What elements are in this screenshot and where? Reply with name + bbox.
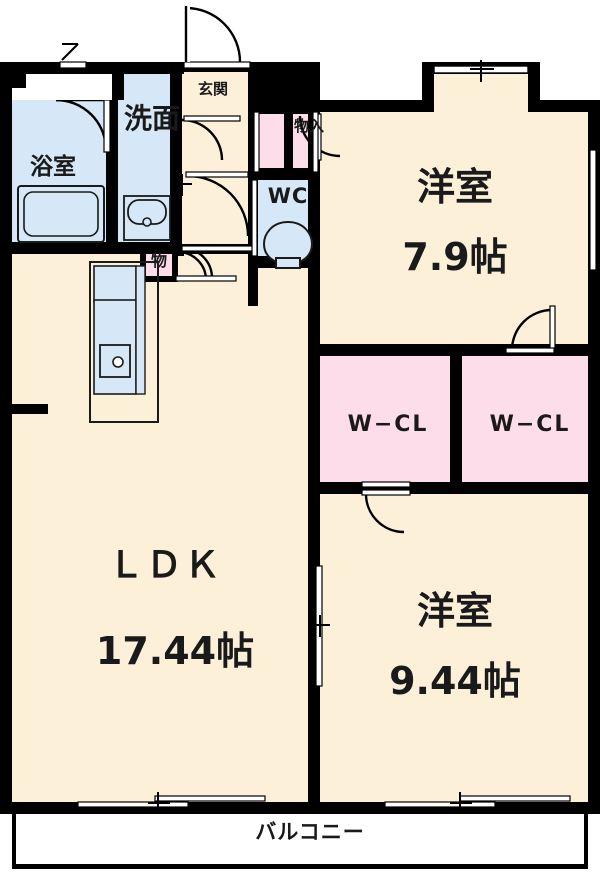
label-bath: 浴室 [30, 154, 76, 180]
label-storage-kitchen: 物 [150, 251, 167, 270]
label-bedroom-south-name: 洋室 [416, 589, 493, 633]
ldk-floor [12, 250, 317, 802]
bath-vent-window [59, 43, 87, 69]
label-entrance: 玄関 [197, 80, 228, 98]
entrance-transom [183, 61, 251, 69]
label-wc: WC [267, 184, 309, 208]
balcony-window-bedroom [384, 792, 571, 814]
fixtures [12, 74, 314, 423]
wcl-right-floor [462, 354, 588, 486]
label-wcl-right: W−CL [489, 412, 571, 437]
side-window-bedroom-south [310, 565, 330, 687]
hall-window-mark [172, 174, 192, 196]
bedroom-south-door [361, 489, 411, 534]
entrance-door [182, 6, 242, 63]
label-ldk-name: ＬＤＫ [107, 545, 222, 586]
label-bedroom-north-name: 洋室 [416, 165, 493, 209]
balcony-floor [12, 808, 588, 868]
side-window-bedroom-north [589, 149, 597, 271]
label-balcony: バルコニー [255, 820, 365, 844]
windows [12, 43, 597, 814]
label-ldk-area: 17.44帖 [95, 629, 255, 673]
hall-floor [182, 72, 254, 306]
label-washroom: 洗面 [124, 102, 181, 135]
wcl-left-door [361, 481, 411, 488]
label-bedroom-north-area: 7.9帖 [402, 235, 508, 279]
storage-north-1-floor [258, 113, 286, 173]
storage-kitchen-door [175, 250, 237, 282]
toilet-fixture [262, 220, 314, 269]
washroom-door [181, 115, 241, 161]
balcony-window-ldk [77, 792, 266, 814]
label-storage-north: 物入 [294, 117, 325, 135]
kitchen-counter-fixture [89, 261, 159, 423]
bay-window-north [433, 60, 529, 82]
wcl-left-floor [320, 354, 456, 486]
side-wall-stub-ldk [12, 404, 48, 414]
wc-door [251, 179, 258, 257]
bath-alcove [12, 74, 112, 100]
label-bedroom-south-area: 9.44帖 [389, 659, 521, 703]
hall-door [185, 171, 250, 237]
doors [55, 6, 556, 534]
bathtub-fixture [17, 185, 105, 243]
bedroom-south-floor [320, 492, 588, 802]
wcl-right-door [505, 347, 555, 354]
storage-north-doors [253, 111, 319, 173]
vanity-sink-fixture [123, 195, 171, 241]
label-wcl-left: W−CL [347, 412, 429, 437]
bedroom-north-floor [320, 100, 588, 350]
